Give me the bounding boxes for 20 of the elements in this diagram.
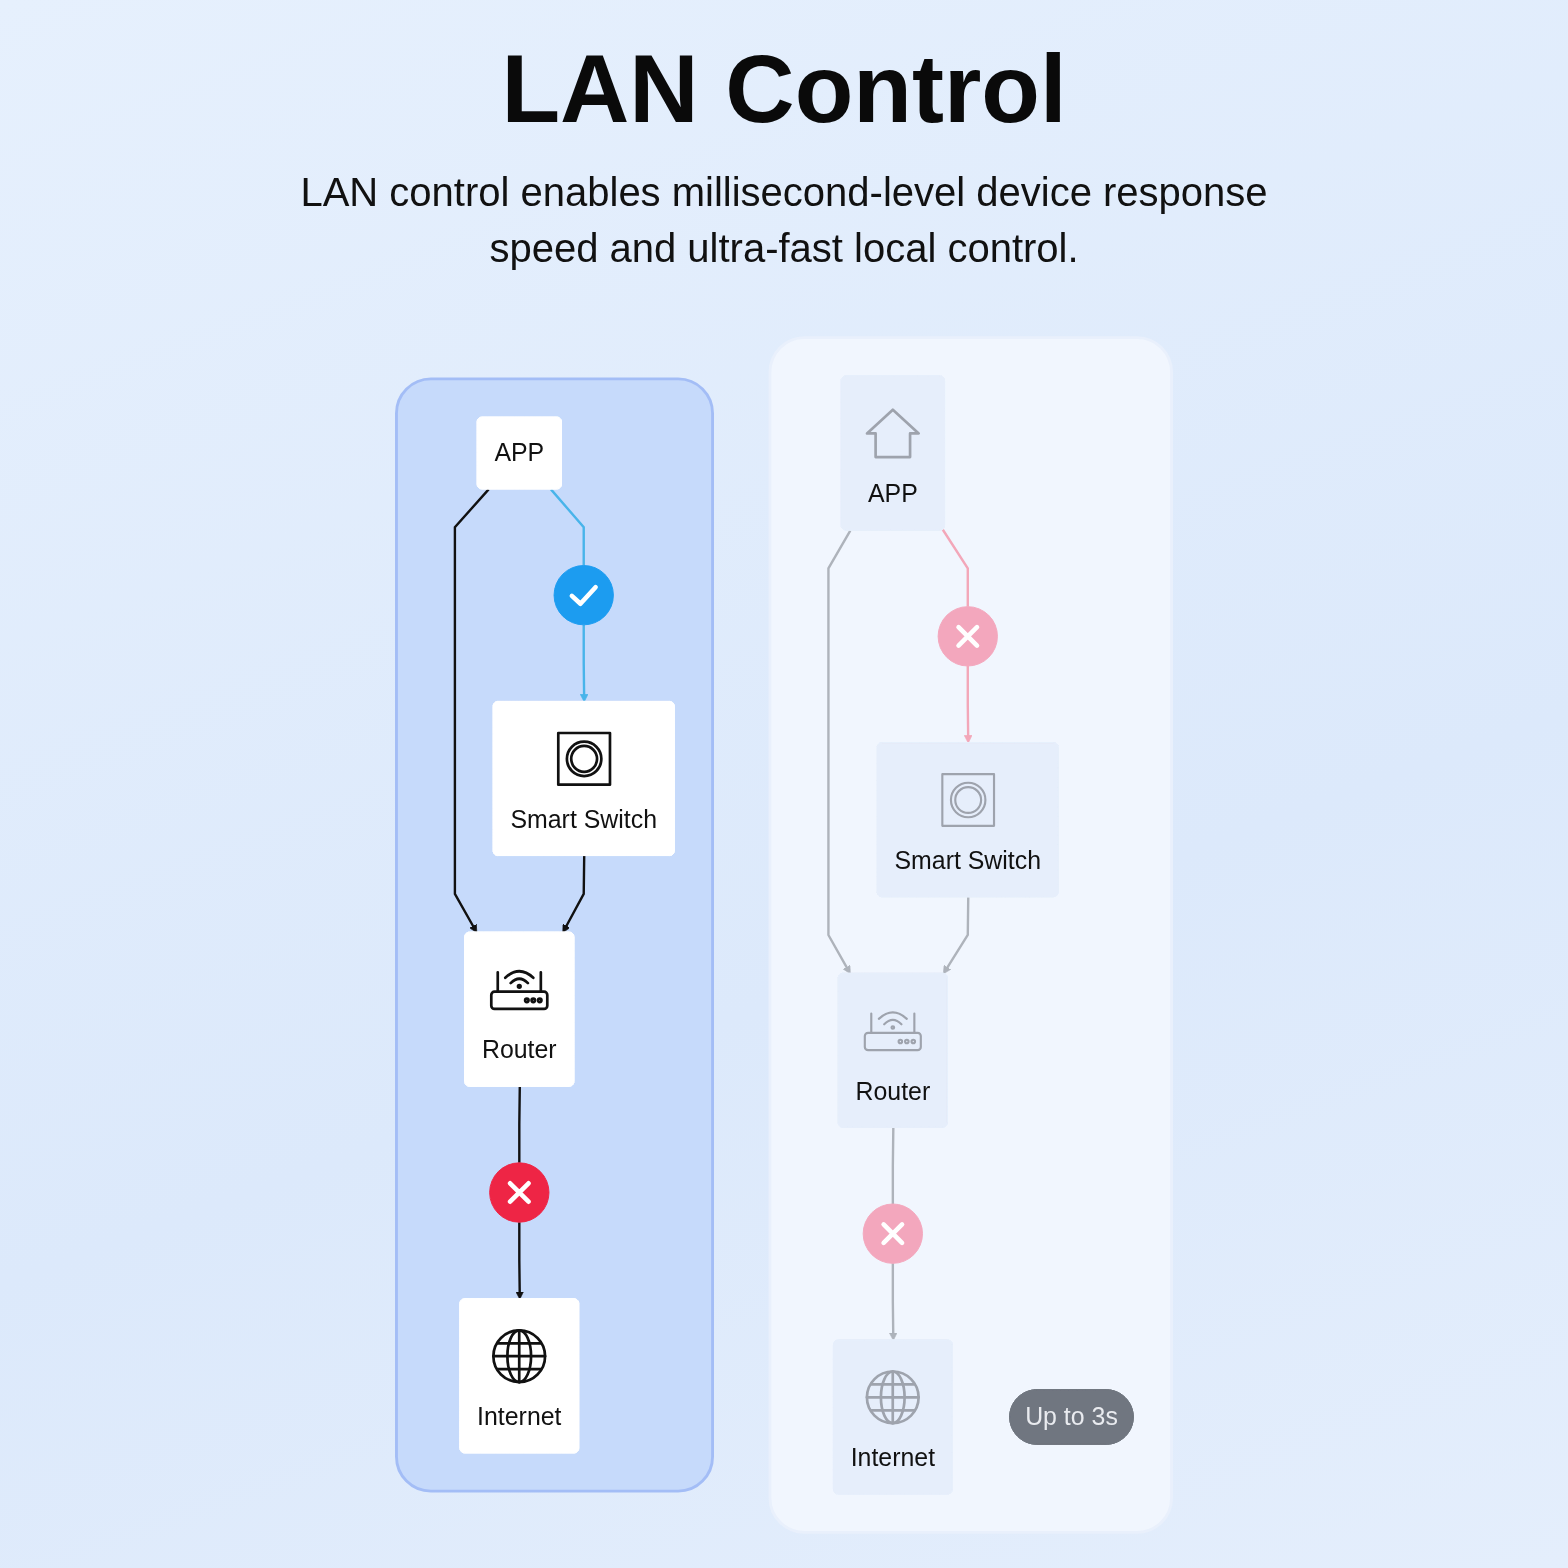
cluster <box>395 377 714 1493</box>
node-circle <box>862 1203 923 1264</box>
arrow <box>943 897 970 975</box>
connector <box>518 1086 521 1163</box>
arrow <box>963 666 973 744</box>
node-circle <box>937 606 998 667</box>
node-circle <box>553 565 614 626</box>
arrow <box>889 1263 898 1341</box>
connector <box>550 488 585 566</box>
title: LAN Control <box>501 36 1067 142</box>
connector <box>891 1127 895 1204</box>
node-circle <box>489 1162 550 1223</box>
arrow <box>827 529 852 975</box>
connector <box>941 529 969 607</box>
subtitle: LAN control enables millisecond-level device response speed and ultra-fast local control. <box>299 168 1269 272</box>
arrow <box>515 1222 524 1300</box>
cluster <box>768 336 1173 1534</box>
arrow <box>579 624 589 703</box>
arrow <box>453 488 490 933</box>
arrow <box>562 856 586 933</box>
